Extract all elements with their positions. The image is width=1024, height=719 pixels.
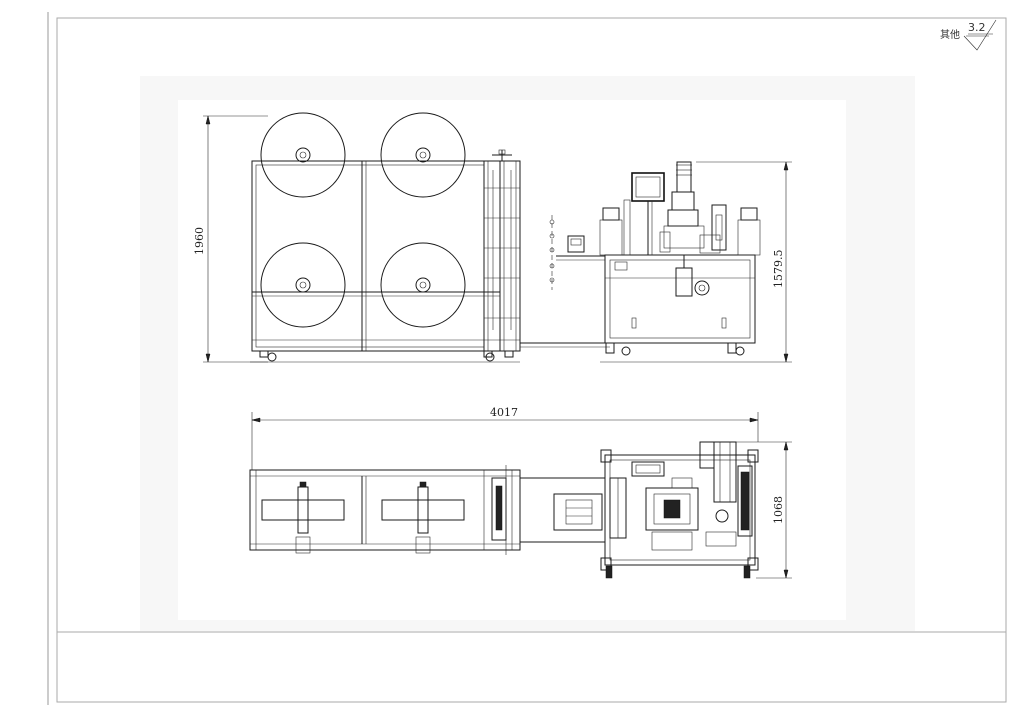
dim-top-length-text: 4017 <box>490 406 518 419</box>
dim-top-width-text: 1068 <box>772 496 785 524</box>
roughness-symbol-icon <box>963 19 997 51</box>
unwind-rack-top <box>249 465 521 555</box>
material-roll-top-left <box>260 112 346 198</box>
material-roll-bottom-left <box>260 242 346 328</box>
roughness-note-label: 其他 <box>940 28 960 41</box>
dim-front-machine-height: 1579.5 <box>696 161 792 363</box>
dim-front-height: 1960 <box>193 115 268 363</box>
dim-top-width: 1068 <box>736 441 792 579</box>
front-view: 1960 <box>193 112 792 363</box>
dim-front-machine-height-text: 1579.5 <box>772 250 785 289</box>
machine-top-components <box>599 161 761 297</box>
top-view: 4017 <box>249 406 792 579</box>
dim-front-height-text: 1960 <box>193 227 206 255</box>
surface-roughness-note: 其他 3.2 <box>940 19 997 51</box>
infeed-guide <box>549 215 605 290</box>
rack-casters <box>250 350 520 363</box>
unwind-rack <box>251 149 521 352</box>
main-machine <box>600 254 760 363</box>
feed-conveyor-top <box>520 477 605 543</box>
material-roll-top-right <box>380 112 466 198</box>
sheet-frame <box>47 12 1007 705</box>
dim-top-length: 4017 <box>251 406 759 470</box>
roughness-value: 3.2 <box>968 21 986 34</box>
main-machine-top <box>600 441 759 579</box>
material-roll-bottom-right <box>380 242 466 328</box>
